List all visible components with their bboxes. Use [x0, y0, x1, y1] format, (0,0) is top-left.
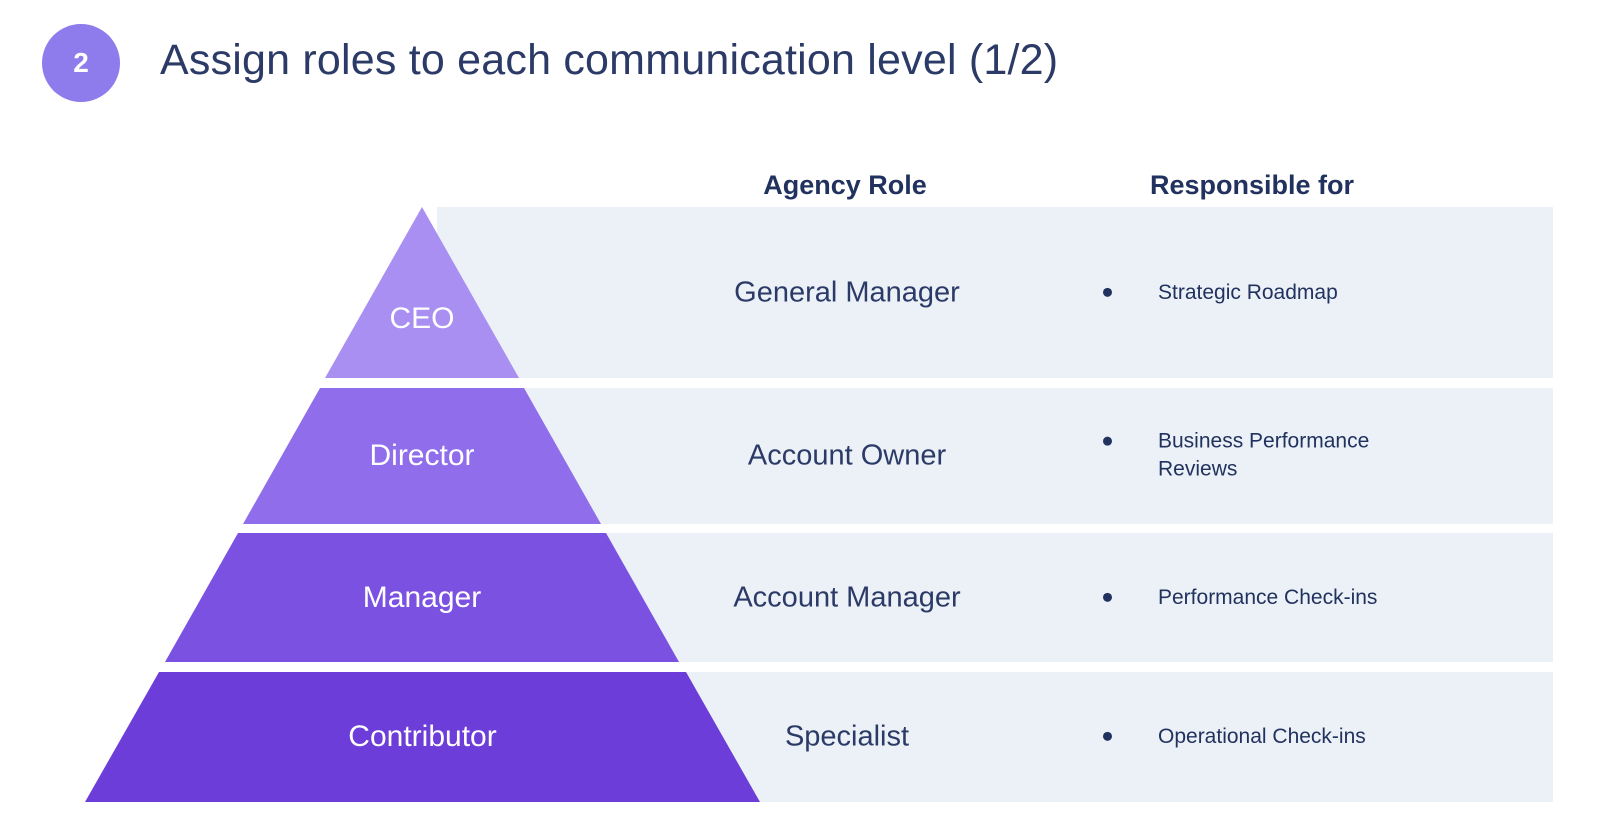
responsible-value: Strategic Roadmap: [1158, 280, 1338, 304]
bullet-icon: [1103, 287, 1112, 297]
responsible-item: Strategic Roadmap: [1103, 278, 1338, 306]
agency-role-value: General Manager: [734, 276, 960, 308]
bullet-icon: [1103, 731, 1112, 741]
responsible-item: Business Performance Reviews: [1103, 428, 1408, 485]
responsible-value: Business Performance Reviews: [1158, 429, 1370, 481]
responsible-item: Operational Check-ins: [1103, 723, 1366, 751]
pyramid-level-contributor: Contributor: [85, 672, 760, 802]
step-number: 2: [73, 47, 89, 78]
column-header-responsible-for: Responsible for: [1150, 170, 1355, 200]
agency-role-value: Specialist: [784, 720, 910, 753]
table-row-director: Account Owner Business Performance Revie…: [437, 388, 1553, 524]
page-title: Assign roles to each communication level…: [160, 36, 1059, 84]
responsible-item: Performance Check-ins: [1103, 583, 1377, 611]
pyramid-level-label: CEO: [389, 301, 455, 335]
bullet-icon: [1103, 436, 1112, 446]
column-header-agency-role: Agency Role: [763, 170, 927, 200]
step-number-badge: 2: [42, 24, 120, 102]
pyramid-level-label: Director: [369, 439, 475, 472]
agency-role-value: Account Owner: [747, 439, 947, 472]
responsible-value: Performance Check-ins: [1158, 585, 1378, 609]
pyramid-level-label: Manager: [362, 580, 482, 614]
pyramid-level-label: Contributor: [348, 720, 497, 753]
responsible-value: Operational Check-ins: [1158, 724, 1366, 748]
agency-role-value: Account Manager: [733, 581, 961, 613]
table-row-ceo: General Manager Strategic Roadmap: [437, 207, 1553, 378]
bullet-icon: [1103, 592, 1112, 602]
pyramid-level-manager: Manager: [165, 533, 679, 662]
